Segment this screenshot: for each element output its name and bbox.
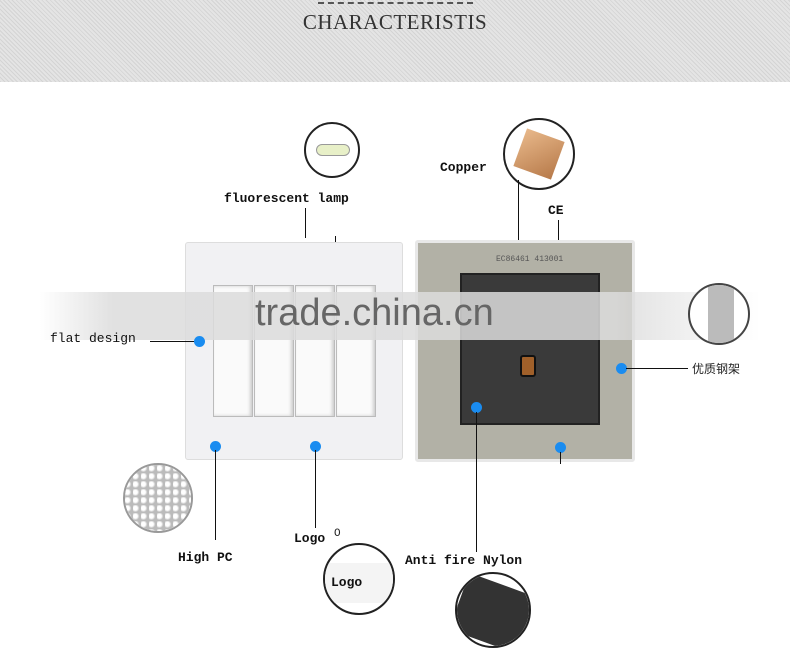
logo-mark: O: [334, 528, 341, 540]
callout-line: [150, 341, 198, 342]
callout-dot: [310, 441, 321, 452]
lamp-inset: [304, 122, 360, 178]
label-anti-fire-nylon: Anti fire Nylon: [405, 553, 523, 568]
logo-inset-text: Logo: [331, 575, 363, 590]
callout-line: [626, 368, 688, 369]
switch-back-plate: EC86461 413001: [415, 240, 635, 462]
callout-line: [315, 450, 316, 528]
copper-inset: [503, 118, 575, 190]
callout-dot: [210, 441, 221, 452]
label-copper: Copper: [440, 160, 487, 175]
callout-line: [305, 208, 306, 238]
callout-line: [476, 412, 477, 552]
label-steel-frame: 优质钢架: [692, 362, 741, 376]
switch-front-plate: [185, 242, 403, 460]
callout-line: [560, 452, 561, 464]
watermark-band: [40, 292, 760, 340]
callout-dot: [555, 442, 566, 453]
label-logo: Logo: [294, 531, 326, 546]
callout-dot: [616, 363, 627, 374]
watermark: trade.china.cn: [255, 292, 494, 334]
label-flat-design: flat design: [50, 331, 136, 346]
label-high-pc: High PC: [178, 550, 233, 565]
header-decoration: [318, 2, 473, 4]
callout-line: [215, 450, 216, 540]
callout-line: [518, 180, 519, 290]
label-ce: CE: [548, 203, 564, 218]
label-fluorescent-lamp: fluorescent lamp: [224, 191, 349, 206]
page-title: CHARACTERISTIS: [302, 10, 488, 34]
high-pc-inset: [123, 463, 193, 533]
callout-dot: [194, 336, 205, 347]
header-banner: CHARACTERISTIS: [0, 0, 790, 82]
steel-frame-inset: [688, 283, 750, 345]
callout-dot: [471, 402, 482, 413]
logo-inset: Logo: [323, 543, 395, 615]
back-code: EC86461 413001: [496, 255, 564, 264]
nylon-inset: [455, 572, 531, 648]
